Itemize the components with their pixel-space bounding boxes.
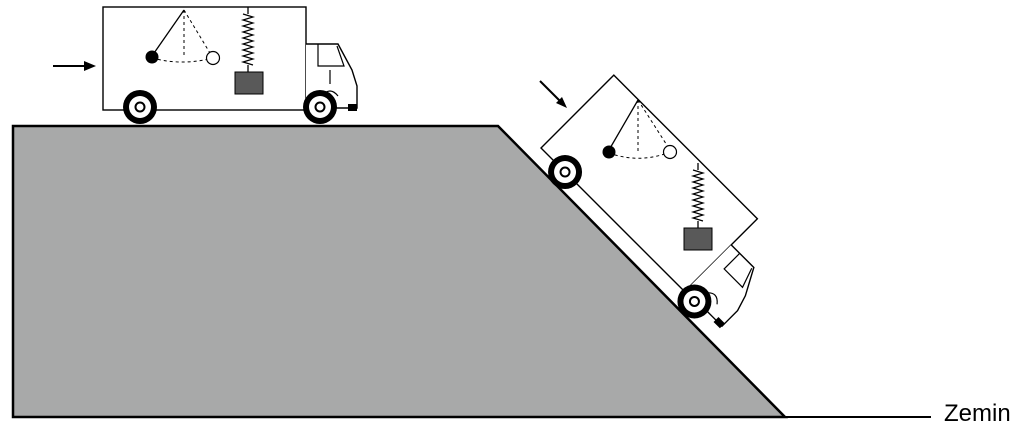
weight [234, 71, 264, 95]
rear-wheel [122, 89, 158, 125]
bumper [713, 316, 725, 329]
truck-flat [102, 6, 358, 125]
weight [683, 227, 713, 251]
front-wheel [302, 89, 338, 125]
bumper [348, 104, 357, 111]
ground-label: Zemin [944, 400, 1011, 427]
motion-arrow-flat [53, 61, 96, 71]
pendulum-slope [602, 99, 678, 160]
spring-scale-slope [683, 163, 713, 251]
pendulum [145, 9, 221, 66]
motion-arrow-slope [539, 80, 567, 108]
spring-scale [240, 7, 256, 72]
